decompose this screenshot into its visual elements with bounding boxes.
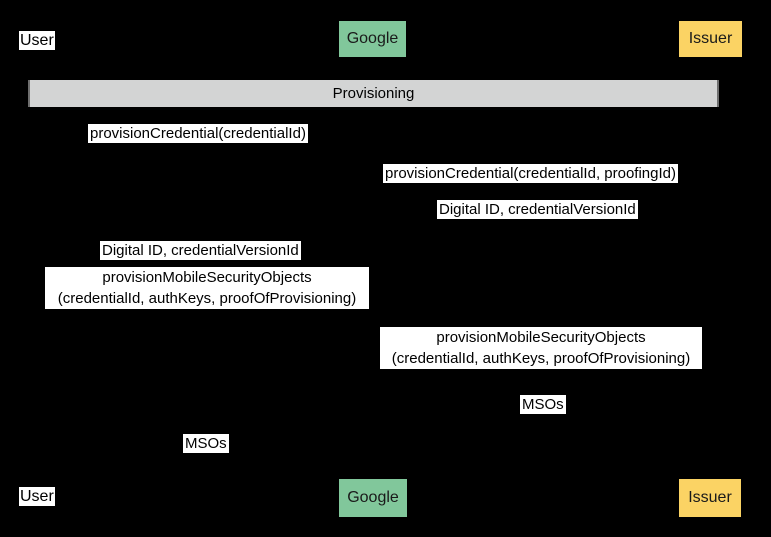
actor-google-bottom: Google: [339, 479, 407, 517]
actor-google-top: Google: [339, 21, 406, 57]
message-msos-google-to-user: MSOs: [183, 434, 229, 453]
message-provision-msos-user-to-google: provisionMobileSecurityObjects (credenti…: [45, 267, 369, 309]
message-msos-issuer-to-google: MSOs: [520, 395, 566, 414]
message-line: provisionMobileSecurityObjects: [102, 269, 312, 286]
actor-issuer-top: Issuer: [679, 21, 742, 57]
provisioning-phase-band: Provisioning: [28, 80, 719, 107]
message-provision-msos-google-to-issuer: provisionMobileSecurityObjects (credenti…: [380, 327, 702, 369]
actor-issuer-bottom: Issuer: [679, 479, 741, 517]
message-provision-credential-google-to-issuer: provisionCredential(credentialId, proofi…: [383, 164, 678, 183]
actor-user-top: User: [19, 31, 55, 50]
message-line: (credentialId, authKeys, proofOfProvisio…: [391, 350, 691, 367]
message-digital-id-issuer-to-google: Digital ID, credentialVersionId: [437, 200, 638, 219]
message-provision-credential-user-to-google: provisionCredential(credentialId): [88, 124, 308, 143]
message-line: provisionMobileSecurityObjects: [436, 329, 646, 346]
message-digital-id-google-to-user: Digital ID, credentialVersionId: [100, 241, 301, 260]
message-line: (credentialId, authKeys, proofOfProvisio…: [57, 290, 357, 307]
actor-user-bottom: User: [19, 487, 55, 506]
